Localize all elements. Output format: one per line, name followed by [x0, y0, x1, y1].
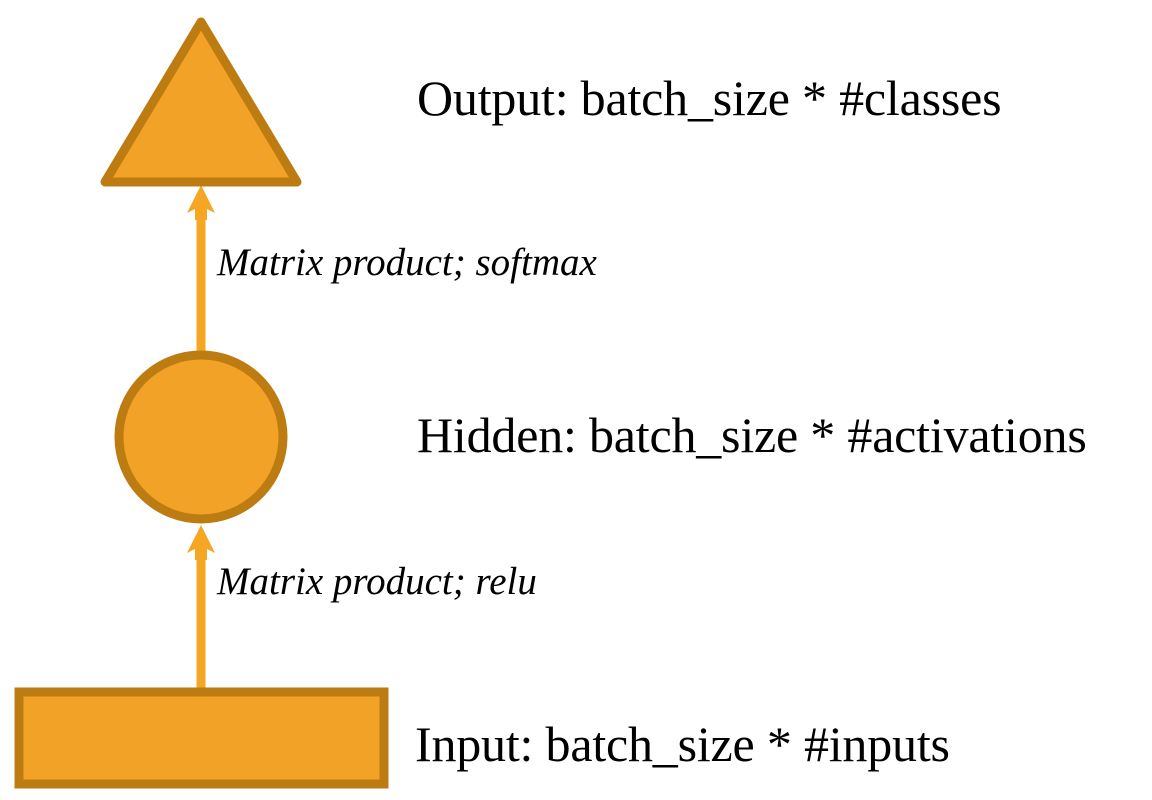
edge-hidden-to-output [187, 185, 215, 352]
rectangle-shape [14, 687, 389, 789]
node-label-output: Output: batch_size * #classes [417, 70, 1002, 126]
up-arrow-icon [187, 525, 215, 560]
edge-label-input-to-hidden: Matrix product; relu [217, 560, 537, 603]
triangle-shape [100, 17, 302, 187]
edge-input-to-hidden [187, 525, 215, 689]
node-label-hidden: Hidden: batch_size * #activations [417, 407, 1087, 463]
edge-label-hidden-to-output: Matrix product; softmax [217, 241, 597, 284]
up-arrow-icon [187, 185, 215, 220]
node-label-input: Input: batch_size * #inputs [415, 716, 950, 772]
circle-shape [114, 350, 288, 524]
